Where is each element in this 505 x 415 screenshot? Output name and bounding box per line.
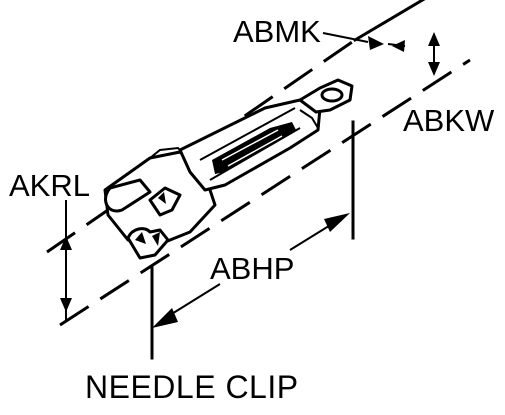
needle-clip-drawing [103, 78, 354, 260]
diagram-caption: NEEDLE CLIP [85, 369, 299, 405]
extension-lines [46, 0, 471, 327]
label-abhp: ABHP [210, 251, 294, 286]
akrl-dimension [60, 200, 72, 320]
abhp-dimension [150, 120, 355, 360]
label-abkw: ABKW [403, 103, 495, 138]
label-abmk: ABMK [233, 14, 321, 49]
abmk-dimension [322, 32, 406, 52]
label-akrl: AKRL [9, 168, 90, 203]
abkw-dimension [428, 32, 440, 76]
